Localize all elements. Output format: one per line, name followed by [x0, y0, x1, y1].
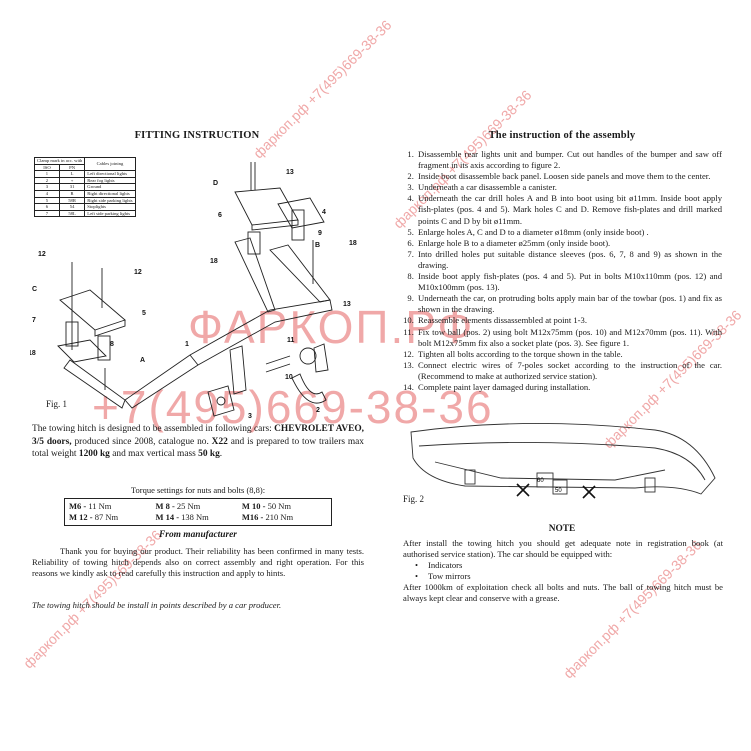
torque-row: M 12 - 87 Nm M 14 - 138 Nm M16 - 210 Nm	[69, 512, 327, 523]
right-column: The instruction of the assembly Disassem…	[402, 130, 722, 393]
assembly-instruction-title: The instruction of the assembly	[488, 130, 636, 141]
desc-vmass: 50 kg	[198, 449, 220, 460]
torque-cell: M16 - 210 Nm	[242, 512, 327, 523]
torque-size: M 10 -	[241, 501, 266, 511]
fig2-label: Fig. 2	[403, 494, 425, 504]
torque-value: 11 Nm	[86, 501, 112, 511]
diagram-label: 8	[110, 341, 114, 348]
desc-p5: .	[219, 449, 223, 460]
assembly-step: Underneath a car disassemble a canister.	[416, 182, 722, 193]
diagram-label: 13	[286, 169, 294, 176]
note-text: After install the towing hitch you shoul…	[403, 538, 723, 604]
torque-size: M16 -	[241, 512, 264, 522]
desc-p3: and is prepared to tow trailers max tota…	[32, 436, 364, 460]
desc-car: CHEVROLET AVEO, 3/5 doors,	[32, 424, 364, 447]
desc-p1: The towing hitch is designed to be assem…	[32, 424, 272, 434]
note-list: Indicators Tow mirrors	[403, 560, 723, 582]
torque-cell: M 12 - 87 Nm	[69, 512, 154, 523]
assembly-steps: Disassemble rear lights unit and bumper.…	[402, 149, 722, 393]
torque-size: M 8 -	[155, 501, 175, 511]
left-column: FITTING INSTRUCTION	[32, 130, 362, 141]
diagram-label: 5	[142, 310, 146, 317]
torque-row: M6 - 11 Nm M 8 - 25 Nm M 10 - 50 Nm	[69, 501, 327, 512]
assembly-step: Enlarge hole B to a diameter ø25mm (only…	[416, 238, 722, 249]
assembly-step: Fix tow ball (pos. 2) using bolt M12x75m…	[416, 327, 722, 349]
torque-value: 87 Nm	[92, 512, 119, 522]
desc-catalogue: X22	[211, 436, 228, 447]
torque-title: Torque settings for nuts and bolts (8,8)…	[130, 485, 266, 495]
diagram-label: C	[32, 286, 37, 293]
clamp-pn: 58L	[58, 209, 86, 218]
diagram-label: 7	[32, 317, 36, 324]
assembly-step: Connect electric wires of 7-poles socket…	[416, 360, 722, 382]
diagram-label: 13	[343, 301, 351, 308]
diagram-label: 2	[316, 407, 320, 414]
fig2-dim-50: 50	[555, 488, 562, 494]
torque-settings: Torque settings for nuts and bolts (8,8)…	[64, 485, 332, 526]
clamp-desc: Left side parking lights	[84, 209, 136, 218]
assembly-step: Enlarge holes A, C and D to a diameter ø…	[416, 227, 722, 238]
diagram-label: 18	[30, 350, 36, 357]
assembly-step: Tighten all bolts according to the torqu…	[416, 349, 722, 360]
note-outro: After 1000km of exploitation check all b…	[403, 582, 723, 603]
diagram-label: 4	[322, 209, 326, 216]
diagram-label: 12	[134, 269, 142, 276]
torque-cell: M 8 - 25 Nm	[155, 501, 240, 512]
diagram-label: 3	[248, 413, 252, 420]
clamp-table: Clamp mark in acc. with Cables joining I…	[33, 156, 136, 218]
torque-value: 138 Nm	[179, 512, 209, 522]
diagram-label: 1	[185, 341, 189, 348]
assembly-step: Disassemble rear lights unit and bumper.…	[416, 149, 722, 171]
torque-value: 25 Nm	[174, 501, 201, 511]
diagram-label: 6	[218, 212, 222, 219]
diagram-label: B	[315, 242, 320, 249]
torque-cell: M 14 - 138 Nm	[155, 512, 240, 523]
bumper-cut-diagram: 60 50	[410, 423, 716, 499]
fig2-dim-60: 60	[537, 478, 544, 484]
diagram-label: 18	[349, 240, 357, 247]
torque-value: 210 Nm	[263, 512, 294, 522]
diagram-label: 12	[38, 251, 46, 258]
assembly-step: Inside boot apply fish-plates (pos. 4 an…	[416, 271, 722, 293]
diagram-label: 11	[287, 337, 295, 344]
assembly-step: Underneath the car, on protruding bolts …	[416, 293, 722, 315]
clamp-head-cables: Cables joining	[84, 156, 136, 172]
assembly-step: Reassemble elements dissassembled at poi…	[416, 315, 722, 326]
desc-p2: produced since 2008, catalogue no.	[71, 436, 212, 447]
note-item: Indicators	[415, 560, 723, 571]
torque-size: M 14 -	[155, 512, 180, 522]
diagram-label: 10	[285, 374, 293, 381]
diagram-label: A	[140, 357, 145, 364]
desc-weight: 1200 kg	[78, 449, 110, 460]
fitting-instruction-title: FITTING INSTRUCTION	[134, 130, 260, 141]
manufacturer-text: Thank you for buying our product. Their …	[32, 546, 364, 578]
fig1-label: Fig. 1	[46, 399, 68, 409]
diagram-label: 18	[210, 258, 218, 265]
desc-p4: and max vertical mass	[109, 449, 199, 460]
towbar-exploded-diagram: 13 D 4 6 9 B 18 12 12 18 C 5 13 7 8 1 11…	[30, 162, 357, 420]
diagram-label: 9	[318, 230, 322, 237]
note-intro: After install the towing hitch you shoul…	[403, 538, 723, 559]
diagram-label: D	[213, 180, 218, 187]
torque-size: M 12 -	[69, 512, 93, 522]
note-item: Tow mirrors	[415, 571, 723, 582]
assembly-step: Complete paint layer damaged during inst…	[416, 382, 722, 393]
assembly-step: Into drilled holes put suitable distance…	[416, 249, 722, 271]
manufacturer-title: From manufacturer	[159, 530, 237, 540]
torque-cell: M 10 - 50 Nm	[242, 501, 327, 512]
assembly-step: Inside boot disassemble back panel. Loos…	[416, 171, 722, 182]
manufacturer-italic-note: The towing hitch should be install in po…	[32, 600, 282, 610]
torque-cell: M6 - 11 Nm	[69, 501, 154, 512]
assembly-step: Underneath the car drill holes A and B i…	[416, 193, 722, 226]
torque-size: M6 -	[69, 501, 87, 511]
torque-box: M6 - 11 Nm M 8 - 25 Nm M 10 - 50 Nm M 12…	[64, 498, 332, 526]
torque-value: 50 Nm	[265, 501, 291, 511]
car-description: The towing hitch is designed to be assem…	[32, 423, 364, 461]
note-title: NOTE	[548, 524, 576, 534]
